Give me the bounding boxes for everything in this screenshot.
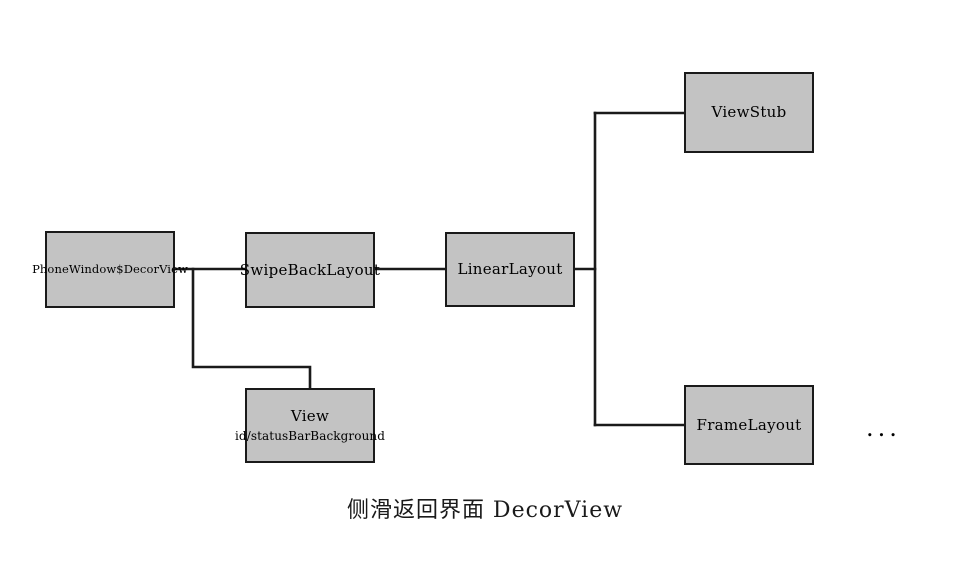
node-phonewindow-decorview[interactable]: PhoneWindow$DecorView: [32, 231, 188, 308]
node-label: View: [290, 407, 330, 426]
node-label: PhoneWindow$DecorView: [32, 262, 188, 277]
node-swipebacklayout[interactable]: SwipeBackLayout: [240, 232, 380, 308]
node-label: SwipeBackLayout: [239, 260, 381, 279]
node-view-statusbarbackground[interactable]: View id/statusBarBackground: [235, 388, 385, 463]
node-label: LinearLayout: [457, 260, 563, 279]
edge-decorview-to-view: [191, 267, 312, 390]
diagram-caption: 侧滑返回界面 DecorView: [346, 498, 624, 523]
node-label: ViewStub: [711, 103, 787, 122]
ellipsis-more-siblings: ...: [866, 414, 901, 442]
node-viewstub[interactable]: ViewStub: [684, 72, 814, 153]
node-framelayout[interactable]: FrameLayout: [684, 385, 814, 465]
node-label: FrameLayout: [696, 415, 802, 434]
node-sublabel: id/statusBarBackground: [234, 428, 386, 443]
node-linearlayout[interactable]: LinearLayout: [445, 232, 575, 307]
